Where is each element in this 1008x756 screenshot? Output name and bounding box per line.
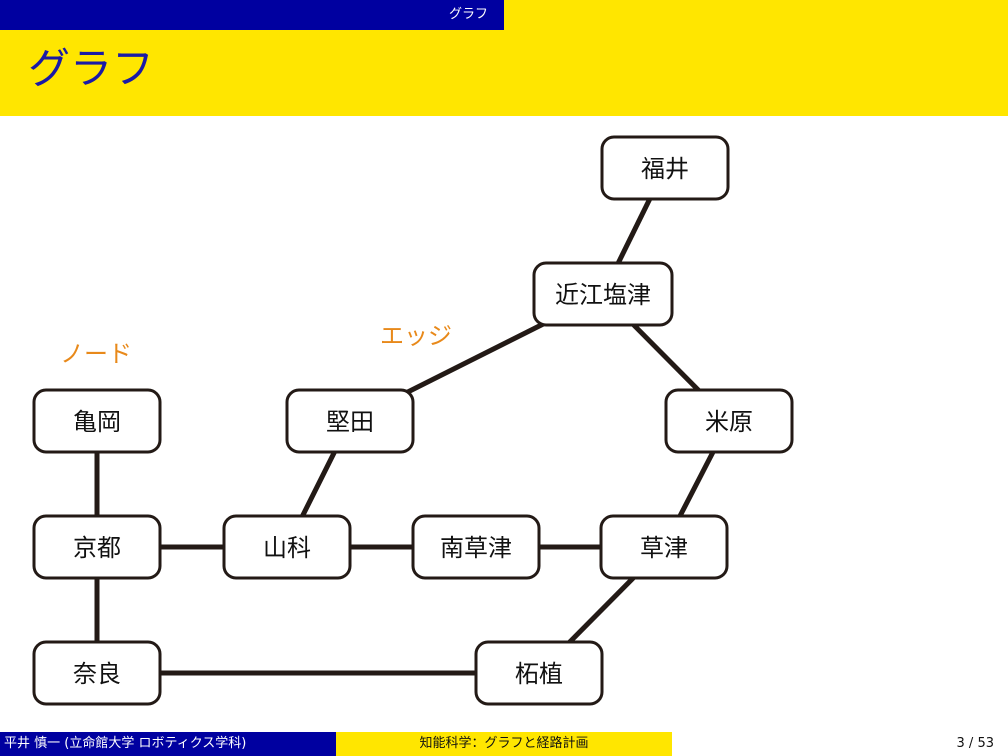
node-box <box>285 388 415 454</box>
graph-node-katata: 堅田 <box>285 388 415 454</box>
node-label: 米原 <box>705 408 753 436</box>
footer-course: 知能科学：グラフと経路計画 <box>336 732 672 756</box>
graph-node-kyoto: 京都 <box>32 514 162 580</box>
graph-node-kusatsu: 草津 <box>599 514 729 580</box>
node-label: 亀岡 <box>73 408 121 436</box>
footer-page-number: 3 / 53 <box>672 732 1008 756</box>
node-box <box>664 388 794 454</box>
node-box <box>600 135 730 201</box>
header-bar-left <box>0 0 504 30</box>
graph-node-minamikusatsu: 南草津 <box>411 514 541 580</box>
graph-node-omishiotsu: 近江塩津 <box>532 261 674 327</box>
node-box <box>32 514 162 580</box>
node-box <box>532 261 674 327</box>
title-bar <box>0 30 1008 116</box>
edge-annotation: エッジ <box>380 322 452 350</box>
graph-node-fukui: 福井 <box>600 135 730 201</box>
node-label: 奈良 <box>73 660 121 688</box>
graph-node-tsuge: 柘植 <box>474 640 604 706</box>
node-box <box>474 640 604 706</box>
section-label: グラフ <box>448 7 488 22</box>
node-label: 福井 <box>641 155 689 183</box>
footer: 平井 慎一 (立命館大学 ロボティクス学科) 知能科学：グラフと経路計画 3 /… <box>0 732 1008 756</box>
node-label: 堅田 <box>326 408 374 436</box>
node-box <box>599 514 729 580</box>
header-bar-right <box>504 0 1008 30</box>
node-label: 山科 <box>263 534 311 562</box>
node-box <box>32 640 162 706</box>
node-annotation: ノード <box>60 340 132 368</box>
slide-title: グラフ <box>28 44 155 93</box>
node-box <box>32 388 162 454</box>
node-box <box>222 514 352 580</box>
graph-node-maibara: 米原 <box>664 388 794 454</box>
graph-node-yamashina: 山科 <box>222 514 352 580</box>
graph-node-kameoka: 亀岡 <box>32 388 162 454</box>
footer-author: 平井 慎一 (立命館大学 ロボティクス学科) <box>0 732 336 756</box>
node-label: 近江塩津 <box>555 281 651 309</box>
node-box <box>411 514 541 580</box>
graph-node-nara: 奈良 <box>32 640 162 706</box>
node-label: 南草津 <box>440 534 512 562</box>
node-label: 草津 <box>640 534 688 562</box>
node-label: 京都 <box>73 534 121 562</box>
node-label: 柘植 <box>515 660 563 688</box>
